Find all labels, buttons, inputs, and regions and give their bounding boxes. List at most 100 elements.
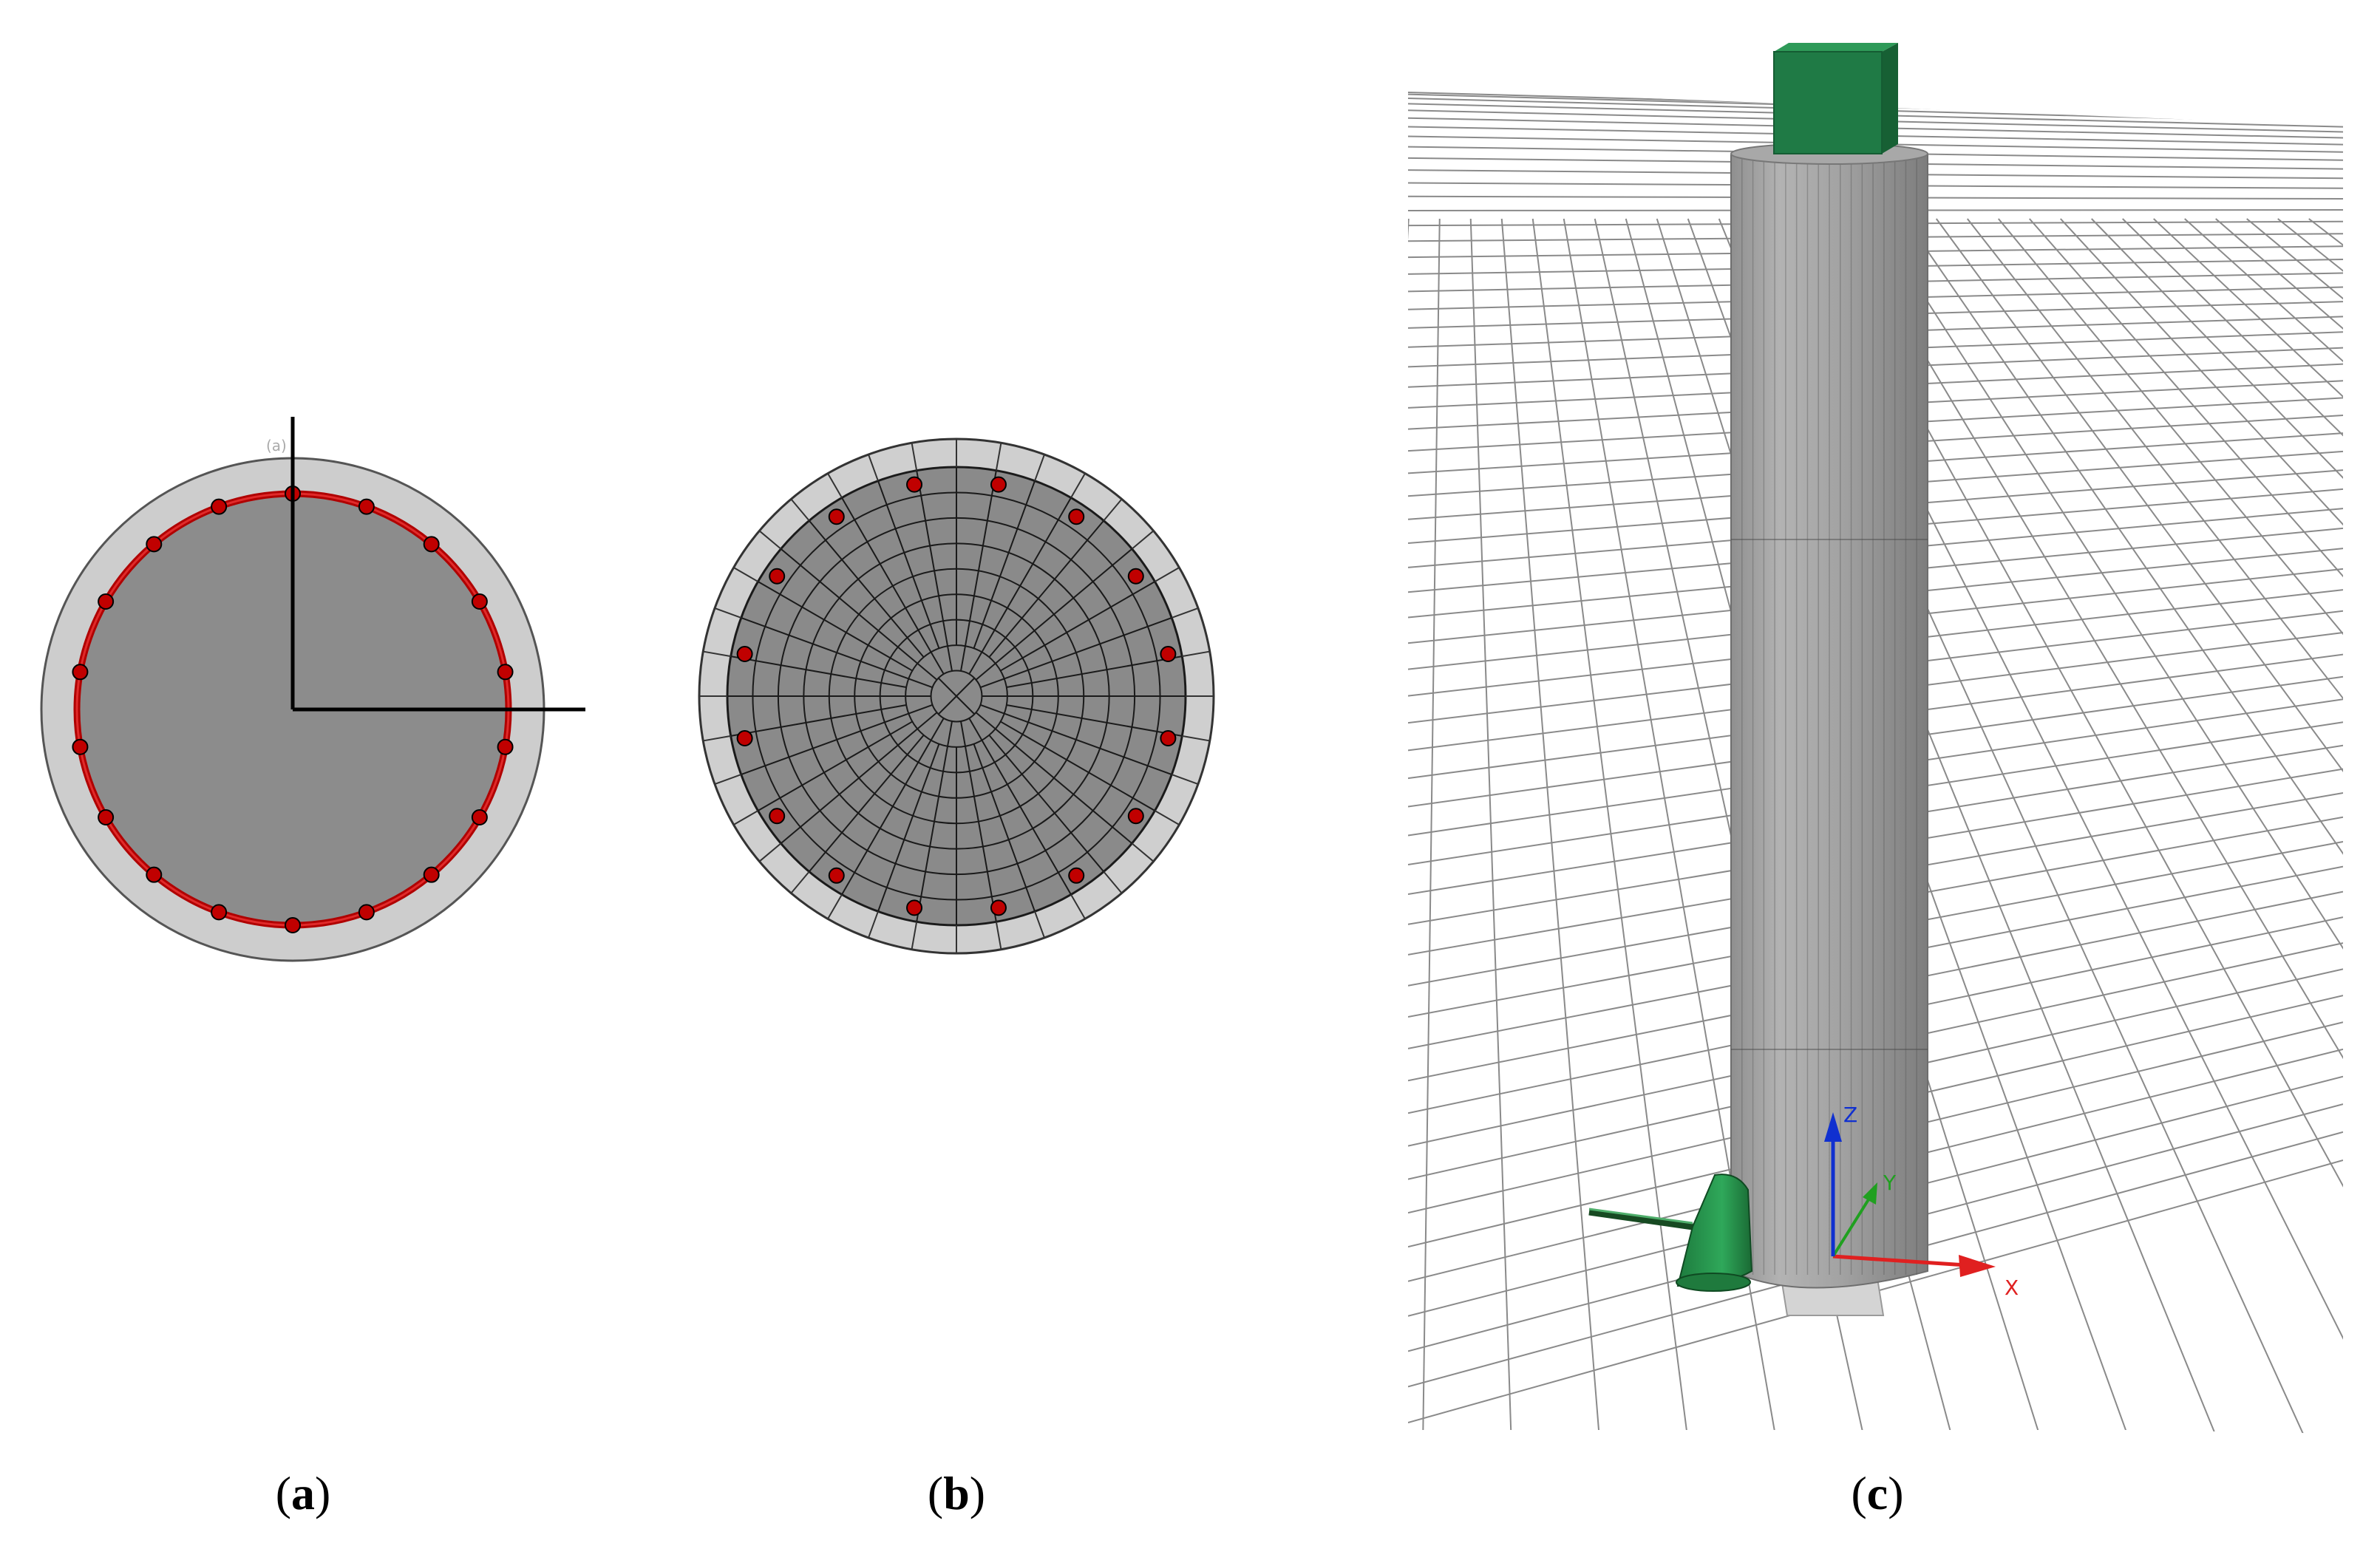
section-a-rebar [72, 664, 89, 681]
grid-line-depth [1873, 218, 2343, 1434]
fiber-radial-line [1006, 655, 1183, 689]
support-cone [1676, 1174, 1753, 1287]
fiber-rebar [906, 899, 923, 916]
top-load-block-top [1774, 43, 1898, 52]
fiber-radial-line [741, 704, 933, 775]
fiber-radial-line [808, 520, 925, 658]
grid-line-depth [2028, 218, 2343, 1434]
fiber-radial-line [975, 712, 1133, 845]
fiber-cover-divider [714, 774, 742, 785]
fiber-rebar [769, 568, 786, 585]
fiber-cover-divider [1131, 530, 1155, 550]
fiber-rebar [736, 729, 753, 746]
fiber-rebar [769, 808, 786, 825]
fiber-radial-line [1000, 581, 1155, 672]
x-axis-arrowhead [1959, 1255, 1996, 1277]
fiber-radial-line [730, 704, 907, 737]
grid-line-depth [2122, 218, 2343, 1434]
section-a-rebar [471, 809, 488, 825]
fiber-cover-divider [995, 922, 1002, 950]
grid-line-depth [2246, 218, 2343, 1434]
fiber-radial-line [1006, 704, 1183, 737]
fiber-cover-divider [733, 810, 759, 825]
x-axis-arrow [1832, 1254, 1967, 1267]
support-rod-highlight [1588, 1208, 1693, 1225]
grid-line-depth [1469, 218, 1512, 1434]
section-a-rebar [72, 738, 89, 755]
fiber-rebar [736, 646, 753, 663]
section-a-rebar [146, 866, 163, 883]
section-a-rebar [471, 593, 488, 610]
fiber-cover-divider [1182, 650, 1210, 658]
fiber-radial-line [841, 497, 945, 675]
section-a-rebars [72, 486, 514, 933]
fiber-rebars [736, 476, 1177, 916]
section-a-rebar [497, 738, 514, 755]
fiber-radial-line [758, 721, 913, 811]
grid-line-depth [1408, 218, 1410, 1434]
ground-grid [1245, 92, 2343, 1448]
section-a-rebar [98, 809, 115, 825]
fiber-cover-divider [868, 910, 879, 939]
coordinate-triad: X Y Z [1824, 1103, 2019, 1300]
section-a-rebar [423, 866, 440, 883]
fiber-radial-line [980, 704, 1172, 775]
fiber-radial-line [916, 470, 953, 672]
caption-a: (a) [276, 1467, 331, 1519]
z-axis-label: Z [1843, 1103, 1857, 1127]
fiber-center-line [956, 695, 976, 715]
z-axis-arrowhead [1824, 1112, 1842, 1142]
caption-c: (c) [1851, 1467, 1903, 1519]
fiber-radial-line [975, 548, 1133, 681]
fiber-radial-line [758, 581, 913, 672]
fiber-radial-line [959, 470, 997, 672]
x-axis-label: X [2005, 1276, 2019, 1300]
fiber-cover-divider [827, 893, 843, 919]
fiber-cover-divider [1154, 567, 1180, 582]
fiber-center-line [937, 677, 957, 697]
panel-b-fiber-section [698, 437, 1215, 955]
fiber-rebar [1160, 729, 1177, 746]
support-cone-rim [1676, 1273, 1751, 1292]
fiber-cover-divider [1070, 473, 1086, 499]
fiber-rebar [828, 867, 845, 884]
fiber-radial-line [1000, 721, 1155, 811]
fiber-rebar [1068, 508, 1085, 525]
grid-line-depth [1997, 218, 2343, 1434]
fiber-rebar [906, 476, 923, 493]
fiber-radial-line [973, 743, 1036, 912]
grid-line-depth [1245, 219, 1378, 1448]
grid-line-depth [1904, 218, 2343, 1434]
fiber-radial-line [841, 718, 945, 895]
column-facet-lines [1731, 158, 1928, 1275]
fiber-cover-divider [1034, 910, 1045, 939]
fiber-center-line [956, 677, 976, 697]
fiber-rebar [828, 508, 845, 525]
fiber-cover-divider [911, 922, 918, 950]
section-a-rebar [211, 904, 228, 921]
fiber-radial-line [877, 480, 940, 649]
fiber-rebar [990, 899, 1007, 916]
fiber-cover-divider [1171, 774, 1199, 785]
fiber-rebar [1127, 808, 1144, 825]
fiber-radial-line [780, 712, 938, 845]
fiber-radial-line [730, 655, 907, 689]
grid-line-depth [1500, 218, 1601, 1434]
fiber-radial-line [780, 548, 938, 681]
fiber-cover-divider [758, 842, 782, 862]
fiber-radial-line [980, 617, 1172, 689]
fiber-rebar [1160, 646, 1177, 663]
grid-line-depth [1966, 218, 2343, 1434]
fiber-cover-divider [868, 454, 879, 482]
support-rod [1588, 1208, 1693, 1230]
section-a-rebar [146, 536, 163, 553]
section-a-rebar [358, 498, 375, 515]
section-a-rebar [98, 593, 115, 610]
section-a-rebar [211, 498, 228, 515]
section-a-rebar [358, 904, 375, 921]
y-axis-label: Y [1883, 1171, 1897, 1195]
grid-line-depth [2153, 218, 2343, 1434]
fiber-cover-divider [1182, 735, 1210, 742]
fiber-cover-divider [995, 443, 1002, 471]
